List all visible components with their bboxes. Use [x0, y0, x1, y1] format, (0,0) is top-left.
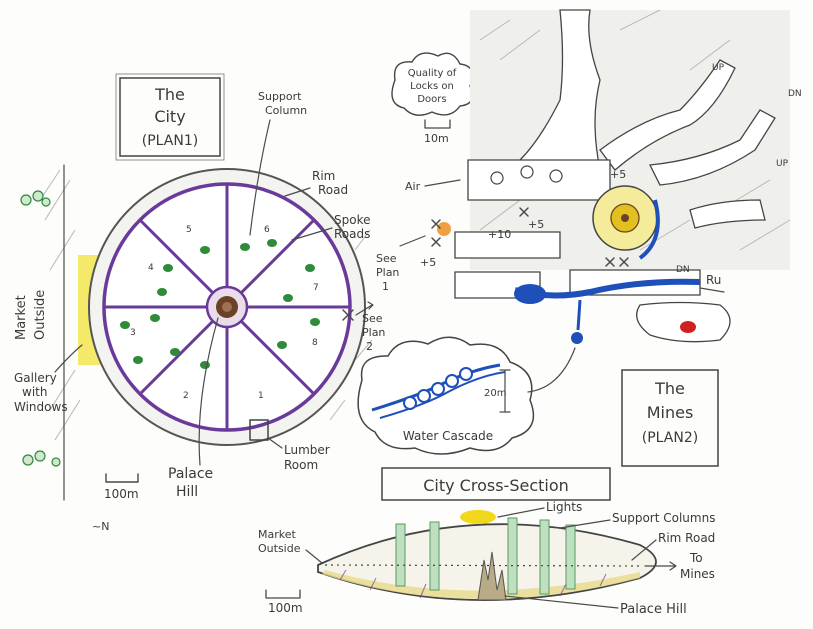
city-shading — [39, 169, 373, 441]
door-marks — [431, 207, 629, 267]
see-plan1-label-3: 1 — [382, 280, 389, 293]
cross-section: City Cross-Section Lights Support Column… — [258, 467, 715, 617]
up-label-1: UP — [712, 63, 725, 73]
locks-label: Quality of — [408, 68, 457, 79]
palace-hill-label-2: Hill — [176, 484, 198, 500]
dn-label-2: DN — [676, 265, 690, 275]
air-label: Air — [405, 180, 421, 193]
tree-doodles — [20, 190, 61, 467]
ru-label: Ru — [706, 273, 721, 287]
market-outside-label-2: Outside — [33, 290, 48, 340]
footer-mark: ~N — [92, 520, 109, 533]
spoke-roads-label: Spoke — [334, 213, 370, 227]
market-outside-label: Market — [14, 295, 29, 340]
to-mines-label-2: Mines — [680, 567, 715, 581]
sector-numbers: 1 2 3 4 5 6 7 8 — [130, 225, 319, 401]
section-light — [460, 510, 496, 524]
plus5-top-label: +5 — [610, 168, 626, 181]
locks-label-2: Locks on — [410, 81, 454, 92]
mines-title-line1: The — [654, 379, 685, 398]
sector-number: 6 — [264, 225, 270, 235]
section-market-label-2: Outside — [258, 542, 301, 555]
locks-label-3: Doors — [417, 94, 446, 105]
section-palace-hill — [477, 551, 507, 601]
red-marker — [680, 321, 696, 333]
city-scale-label: 100m — [104, 487, 139, 501]
mines-title-line2: Mines — [647, 403, 694, 422]
gallery-label-3: Windows — [14, 400, 68, 414]
support-column-label: Support — [258, 90, 302, 103]
sector-number: 4 — [148, 263, 154, 273]
sector-number: 1 — [258, 391, 264, 401]
lumber-room-label: Lumber — [284, 443, 330, 457]
mines-plan: Quality of Locks on Doors 10m — [357, 9, 802, 467]
rim-road-label: Rim — [312, 169, 335, 183]
city-title-box — [119, 77, 221, 157]
section-scale-label: 100m — [268, 601, 303, 615]
support-columns — [120, 239, 320, 369]
section-title: City Cross-Section — [423, 476, 569, 495]
plus5-left-label: +5 — [420, 256, 436, 269]
see-plan2-label-2: Plan — [362, 326, 385, 339]
palace-hill-label: Palace — [168, 466, 213, 482]
lumber-room-label-2: Room — [284, 458, 318, 472]
mines-scale-label: 10m — [424, 132, 449, 145]
plus10-label: +10 — [488, 228, 511, 241]
see-plan2-label-3: 2 — [366, 340, 373, 353]
plus5-mid-label: +5 — [528, 218, 544, 231]
sector-number: 8 — [312, 338, 318, 348]
lights-label: Lights — [546, 500, 582, 514]
cascade-height-label: 20m — [484, 388, 506, 399]
mines-title-line3: (PLAN2) — [642, 430, 698, 446]
support-column-label-2: Column — [265, 104, 307, 117]
see-plan1-label-2: Plan — [376, 266, 399, 279]
orange-marker — [437, 222, 451, 236]
section-market-label: Market — [258, 528, 296, 541]
sector-number: 5 — [186, 225, 192, 235]
mines-hatching — [479, 9, 791, 251]
up-label-2: UP — [776, 159, 789, 169]
section-title-box — [381, 467, 611, 501]
section-rim-road — [324, 564, 641, 567]
gallery-label-2: with — [22, 385, 47, 399]
city-title-line1: The — [154, 85, 185, 104]
support-columns-label: Support Columns — [612, 511, 715, 525]
lumber-room — [249, 419, 269, 441]
spoke-roads-label-2: Roads — [334, 227, 370, 241]
sector-number: 7 — [313, 283, 319, 293]
sector-number: 2 — [183, 391, 189, 401]
section-rim-road-label: Rim Road — [658, 531, 715, 545]
city-plan: 1 2 3 4 5 6 7 8 The City (PLAN1) Support… — [14, 73, 385, 501]
mine-tunnels — [454, 9, 776, 343]
to-mines-label: To — [689, 551, 703, 565]
sector-number: 3 — [130, 328, 136, 338]
see-plan2-label: See — [362, 312, 383, 325]
see-plan1-label: See — [376, 252, 397, 265]
rim-road-label-2: Road — [318, 183, 348, 197]
water-cascade-label: Water Cascade — [403, 429, 493, 443]
mines-title-box — [621, 369, 719, 467]
dn-label-1: DN — [788, 89, 802, 99]
section-support-columns — [395, 517, 576, 595]
city-title-line2: City — [154, 107, 185, 126]
city-title-line3: (PLAN1) — [142, 133, 198, 149]
section-palace-hill-label: Palace Hill — [620, 602, 687, 617]
gallery-label: Gallery — [14, 371, 57, 385]
